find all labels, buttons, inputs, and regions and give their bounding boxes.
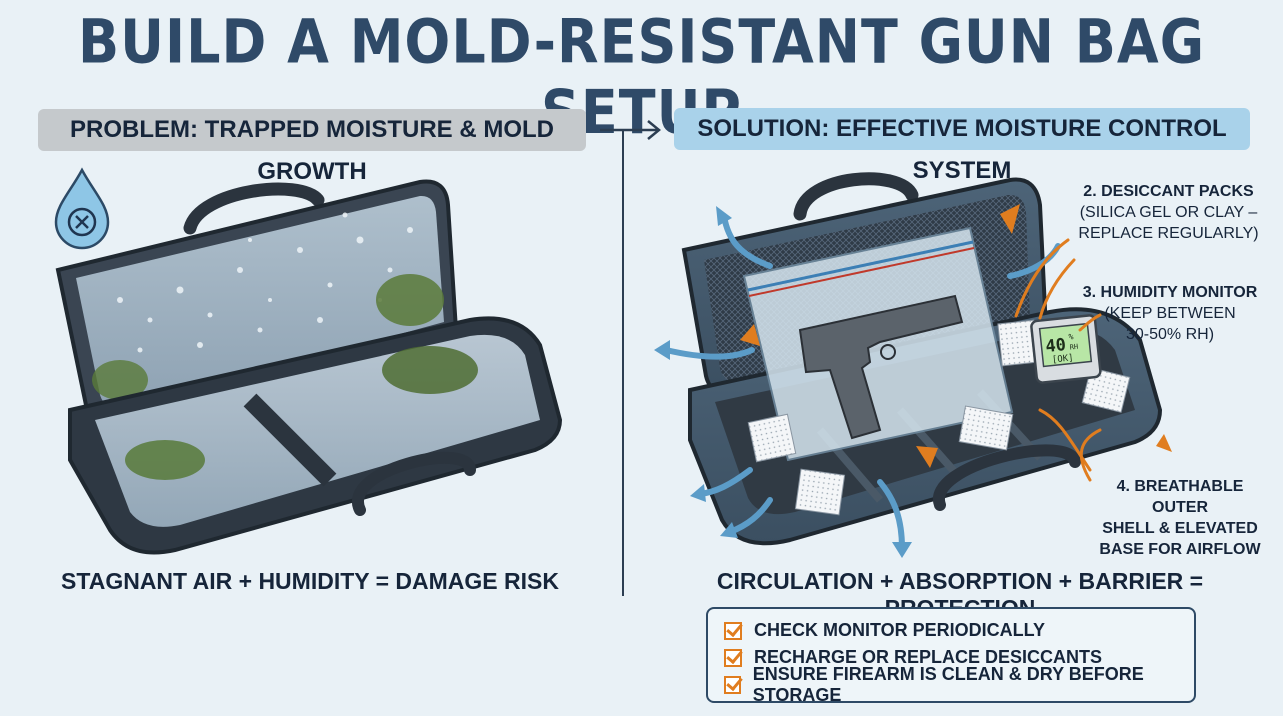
callout-desiccant-head: 2. DESICCANT PACKS bbox=[1083, 183, 1254, 200]
callout-desiccant-line1: (SILICA GEL OR CLAY – bbox=[1079, 204, 1258, 221]
problem-equation: STAGNANT AIR + HUMIDITY = DAMAGE RISK bbox=[61, 568, 559, 594]
monitor-status: [OK] bbox=[1052, 353, 1075, 365]
section-divider bbox=[622, 130, 624, 596]
checklist-item-label: RECHARGE OR REPLACE DESICCANTS bbox=[754, 647, 1103, 667]
callout-monitor-head: 3. HUMIDITY MONITOR bbox=[1082, 284, 1258, 301]
monitor-value: 40 bbox=[1045, 335, 1067, 357]
problem-banner: PROBLEM: TRAPPED MOISTURE & MOLD GROWTH bbox=[38, 109, 586, 185]
callout-monitor-line1: (KEEP BETWEEN bbox=[1104, 305, 1236, 322]
humidity-monitor: 40 % RH [OK] bbox=[1030, 314, 1102, 384]
arrow-right-icon bbox=[600, 120, 661, 140]
checklist-item: ENSURE FIREARM IS CLEAN & DRY BEFORE STO… bbox=[724, 664, 1194, 705]
callout-monitor: 3. HUMIDITY MONITOR (KEEP BETWEEN 30-50%… bbox=[1070, 282, 1270, 345]
callout-desiccant-line2: REPLACE REGULARLY) bbox=[1078, 225, 1259, 242]
monitor-unit-bottom: RH bbox=[1069, 343, 1078, 352]
maintenance-checklist: CHECK MONITOR PERIODICALLY RECHARGE OR R… bbox=[706, 607, 1196, 705]
callout-arrows bbox=[1014, 238, 1102, 482]
airflow-arrowheads bbox=[654, 206, 912, 558]
callout-monitor-line2: 30-50% RH) bbox=[1125, 326, 1215, 343]
airflow-arrows bbox=[663, 213, 1061, 551]
sealed-pistol-bag bbox=[742, 226, 1014, 462]
checkbox-checked-icon bbox=[724, 675, 741, 694]
moldy-bag bbox=[55, 179, 563, 555]
callout-shell: 4. BREATHABLE OUTER SHELL & ELEVATED BAS… bbox=[1090, 476, 1270, 560]
monitor-unit-top: % bbox=[1068, 332, 1074, 341]
checklist-item: CHECK MONITOR PERIODICALLY bbox=[724, 617, 1194, 644]
checkbox-checked-icon bbox=[724, 648, 742, 667]
solution-banner: SOLUTION: EFFECTIVE MOISTURE CONTROL SYS… bbox=[674, 108, 1250, 184]
callout-shell-line1: 4. BREATHABLE OUTER bbox=[1116, 478, 1244, 516]
orange-fill-arrows bbox=[740, 204, 1172, 468]
pistol-icon bbox=[798, 294, 964, 440]
callout-desiccant: 2. DESICCANT PACKS (SILICA GEL OR CLAY –… bbox=[1066, 181, 1271, 244]
checkbox-checked-icon bbox=[724, 621, 742, 640]
water-drop-x-icon bbox=[54, 167, 110, 250]
callout-shell-line2: SHELL & ELEVATED bbox=[1102, 520, 1258, 537]
desiccant-packs bbox=[747, 319, 1131, 516]
checklist-item-label: ENSURE FIREARM IS CLEAN & DRY BEFORE STO… bbox=[752, 663, 1144, 705]
callout-shell-line3: BASE FOR AIRFLOW bbox=[1099, 541, 1261, 558]
checklist-item: RECHARGE OR REPLACE DESICCANTS bbox=[724, 644, 1194, 671]
checklist-item-label: CHECK MONITOR PERIODICALLY bbox=[754, 620, 1046, 640]
